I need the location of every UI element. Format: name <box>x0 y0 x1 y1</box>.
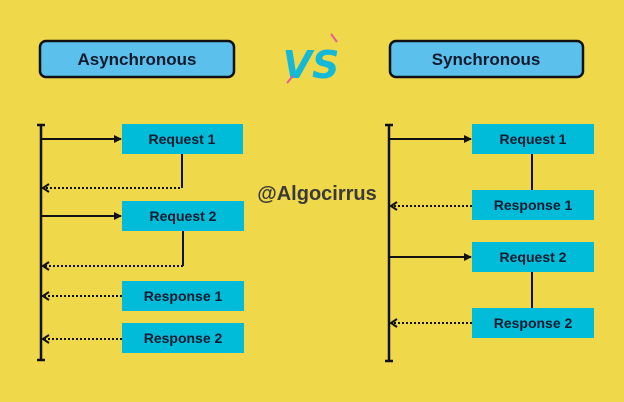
vs-logo: VS <box>283 33 340 87</box>
box-label: Request 1 <box>500 131 567 147</box>
sync-box-request-1: Request 1 <box>472 124 594 154</box>
async-timeline <box>37 123 45 362</box>
async-box-response-2: Response 2 <box>122 323 244 353</box>
sync-box-request-2: Request 2 <box>472 242 594 272</box>
synchronous-title: Synchronous <box>432 50 541 69</box>
header-asynchronous: Asynchronous <box>38 39 236 79</box>
box-label: Request 2 <box>500 249 567 265</box>
vs-slash-bottom <box>286 75 294 84</box>
async-box-request-1: Request 1 <box>122 124 243 154</box>
box-label: Request 2 <box>150 208 217 224</box>
sync-arrows <box>389 135 533 328</box>
box-label: Request 1 <box>149 131 216 147</box>
watermark: @Algocirrus <box>257 183 377 205</box>
async-arrows <box>41 135 184 344</box>
sync-box-response-2: Response 2 <box>472 308 594 338</box>
asynchronous-title: Asynchronous <box>77 50 196 69</box>
header-synchronous: Synchronous <box>388 39 585 79</box>
box-label: Response 1 <box>494 197 573 213</box>
async-box-request-2: Request 2 <box>122 201 244 231</box>
vs-label: VS <box>283 43 340 87</box>
vs-slash-top <box>330 33 338 43</box>
box-label: Response 1 <box>144 288 223 304</box>
box-label: Response 2 <box>494 315 573 331</box>
sync-timeline <box>385 123 393 363</box>
sync-box-response-1: Response 1 <box>472 190 594 220</box>
box-label: Response 2 <box>144 330 223 346</box>
async-box-response-1: Response 1 <box>122 281 244 311</box>
async-return1-arrow <box>45 154 183 189</box>
